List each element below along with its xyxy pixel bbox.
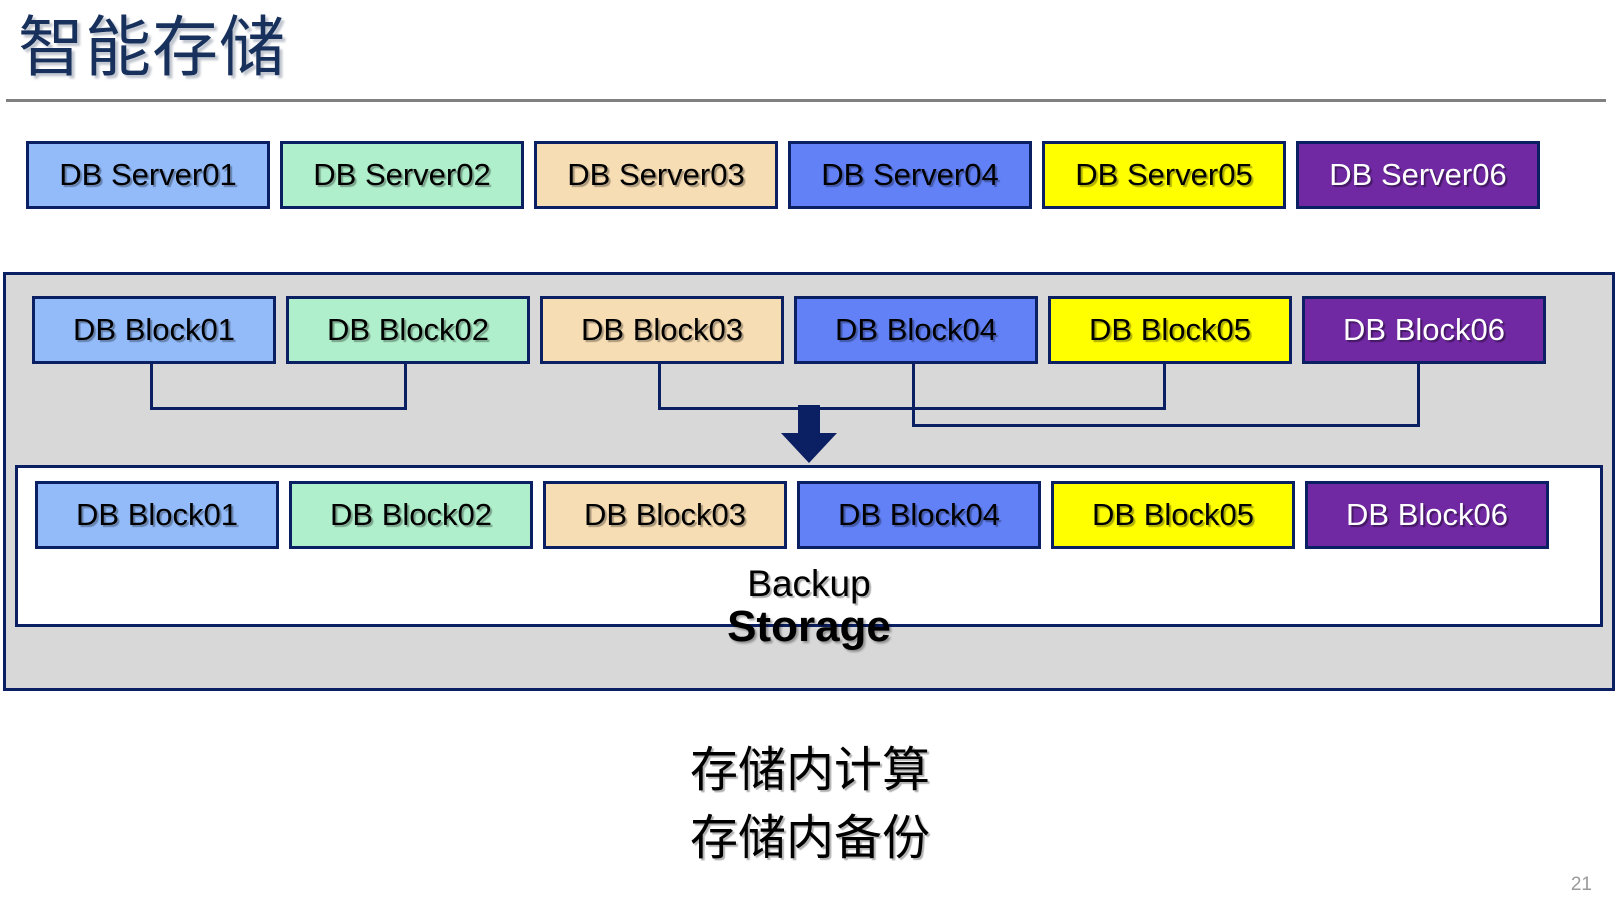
primary-db-block-01-label: DB Block01 [73, 312, 235, 347]
db-server-02[interactable]: DB Server02 [280, 141, 524, 209]
connector-block01-02-bar [150, 407, 404, 410]
db-server-01[interactable]: DB Server01 [26, 141, 270, 209]
connector-block01-stub [150, 364, 153, 410]
primary-db-block-05-label: DB Block05 [1089, 312, 1251, 347]
db-server-05[interactable]: DB Server05 [1042, 141, 1286, 209]
db-server-06-label: DB Server06 [1329, 157, 1507, 192]
backup-db-block-05[interactable]: DB Block05 [1051, 481, 1295, 549]
db-server-04-label: DB Server04 [821, 157, 999, 192]
backup-db-block-01-label: DB Block01 [76, 497, 238, 532]
backup-db-block-05-label: DB Block05 [1092, 497, 1254, 532]
connector-block03-stub [658, 364, 661, 410]
primary-db-block-02-label: DB Block02 [327, 312, 489, 347]
connector-block04-06-bar [912, 424, 1420, 427]
storage-container: DB Block01 DB Block02 DB Block03 DB Bloc… [3, 272, 1615, 691]
backup-db-block-03[interactable]: DB Block03 [543, 481, 787, 549]
connector-block02-stub [404, 364, 407, 410]
title-divider [6, 99, 1606, 102]
db-server-06[interactable]: DB Server06 [1296, 141, 1540, 209]
backup-db-block-04[interactable]: DB Block04 [797, 481, 1041, 549]
storage-label: Storage [727, 602, 891, 651]
backup-db-block-04-label: DB Block04 [838, 497, 1000, 532]
backup-db-block-06[interactable]: DB Block06 [1305, 481, 1549, 549]
primary-db-block-03-label: DB Block03 [581, 312, 743, 347]
connector-block05-stub [1163, 364, 1166, 410]
primary-db-block-06[interactable]: DB Block06 [1302, 296, 1546, 364]
primary-db-block-05[interactable]: DB Block05 [1048, 296, 1292, 364]
primary-db-block-04[interactable]: DB Block04 [794, 296, 1038, 364]
backup-db-block-03-label: DB Block03 [584, 497, 746, 532]
primary-db-block-04-label: DB Block04 [835, 312, 997, 347]
backup-box: DB Block01 DB Block02 DB Block03 DB Bloc… [15, 465, 1603, 627]
primary-db-block-06-label: DB Block06 [1343, 312, 1505, 347]
db-server-05-label: DB Server05 [1075, 157, 1253, 192]
connector-block04-stub [912, 364, 915, 427]
page-title: 智能存储 [18, 10, 286, 84]
backup-db-block-06-label: DB Block06 [1346, 497, 1508, 532]
down-arrow-icon [781, 405, 837, 463]
backup-label: Backup [747, 563, 871, 604]
backup-db-block-01[interactable]: DB Block01 [35, 481, 279, 549]
db-server-03-label: DB Server03 [567, 157, 745, 192]
backup-db-block-02[interactable]: DB Block02 [289, 481, 533, 549]
db-server-02-label: DB Server02 [313, 157, 491, 192]
primary-db-block-02[interactable]: DB Block02 [286, 296, 530, 364]
footer-line-2: 存储内备份 [689, 812, 930, 865]
page-number: 21 [1570, 874, 1592, 895]
footer-line-1: 存储内计算 [689, 744, 930, 797]
footer-caption: 存储内计算 存储内备份 [0, 737, 1620, 873]
primary-db-block-01[interactable]: DB Block01 [32, 296, 276, 364]
db-server-03[interactable]: DB Server03 [534, 141, 778, 209]
backup-db-block-02-label: DB Block02 [330, 497, 492, 532]
db-server-04[interactable]: DB Server04 [788, 141, 1032, 209]
primary-db-block-03[interactable]: DB Block03 [540, 296, 784, 364]
connector-block06-stub [1417, 364, 1420, 427]
db-server-01-label: DB Server01 [59, 157, 237, 192]
